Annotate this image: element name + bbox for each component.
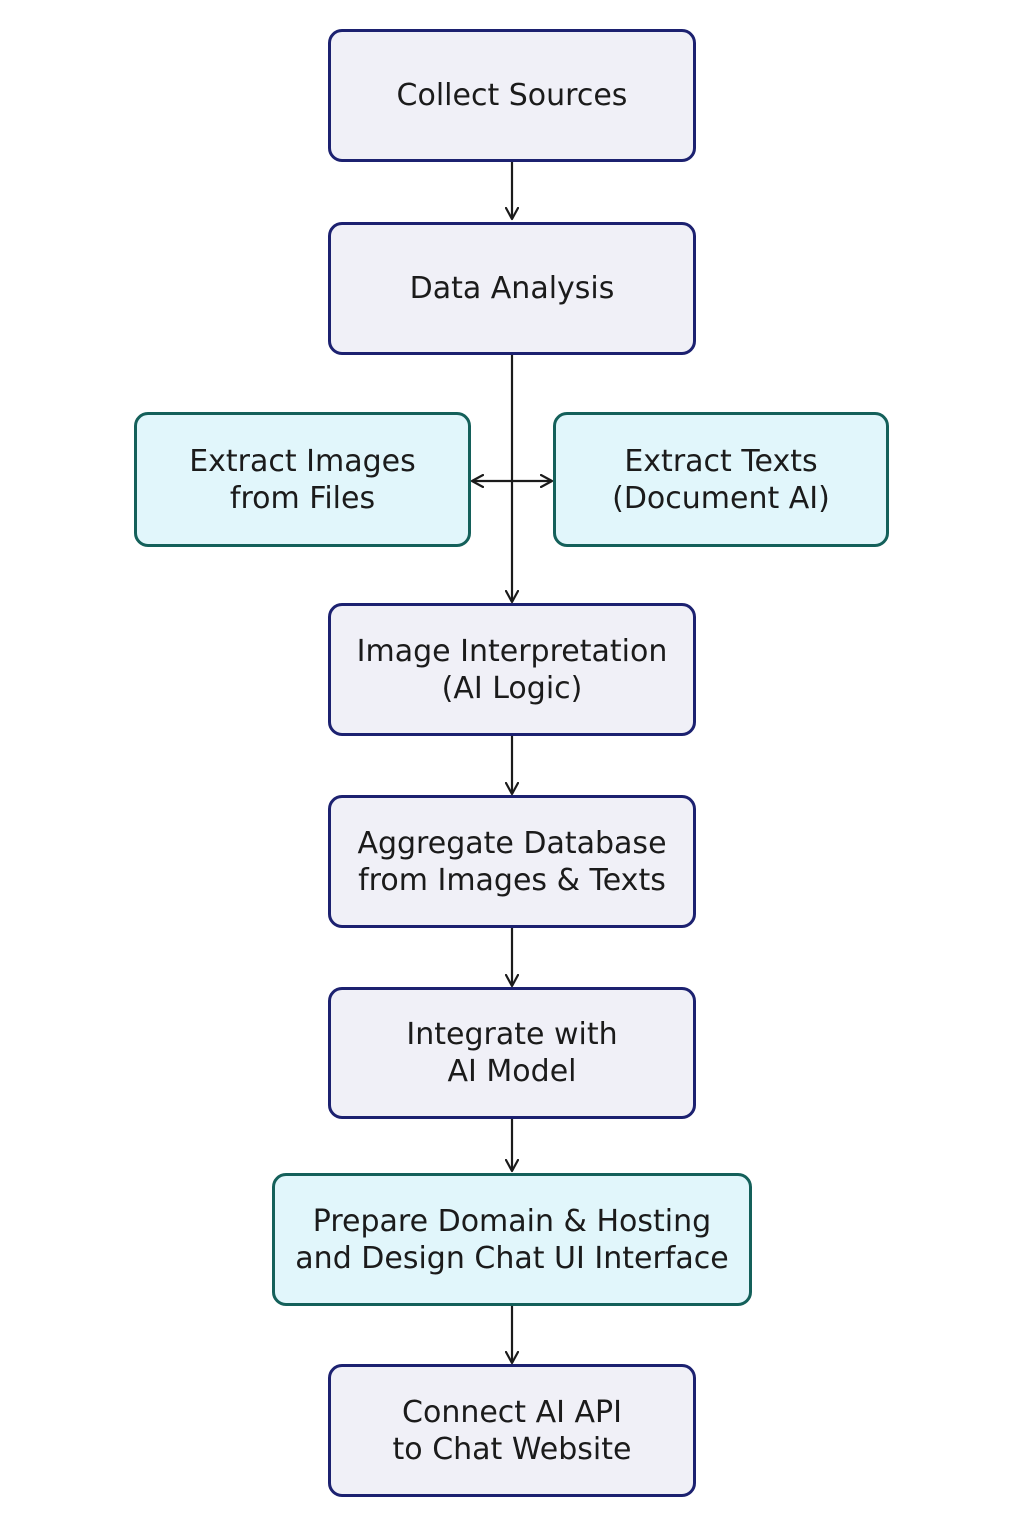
node-prepare-domain-hosting: Prepare Domain & Hosting and Design Chat… bbox=[272, 1173, 752, 1306]
node-aggregate-database: Aggregate Database from Images & Texts bbox=[328, 795, 696, 928]
node-data-analysis: Data Analysis bbox=[328, 222, 696, 355]
node-extract-texts: Extract Texts (Document AI) bbox=[553, 412, 889, 547]
node-collect-sources-label: Collect Sources bbox=[396, 78, 628, 113]
node-connect-ai-api: Connect AI API to Chat Website bbox=[328, 1364, 696, 1497]
node-connect-ai-api-label: Connect AI API to Chat Website bbox=[392, 1394, 632, 1467]
node-collect-sources: Collect Sources bbox=[328, 29, 696, 162]
node-image-interpretation-label: Image Interpretation (AI Logic) bbox=[356, 633, 668, 706]
node-aggregate-database-label: Aggregate Database from Images & Texts bbox=[357, 825, 667, 898]
node-extract-images-label: Extract Images from Files bbox=[189, 443, 416, 516]
node-integrate-ai-model-label: Integrate with AI Model bbox=[406, 1017, 618, 1089]
node-extract-texts-label: Extract Texts (Document AI) bbox=[612, 443, 830, 516]
node-image-interpretation: Image Interpretation (AI Logic) bbox=[328, 603, 696, 736]
node-integrate-ai-model: Integrate with AI Model bbox=[328, 987, 696, 1119]
node-prepare-domain-hosting-label: Prepare Domain & Hosting and Design Chat… bbox=[295, 1203, 729, 1276]
node-data-analysis-label: Data Analysis bbox=[409, 271, 615, 306]
node-extract-images: Extract Images from Files bbox=[134, 412, 471, 547]
